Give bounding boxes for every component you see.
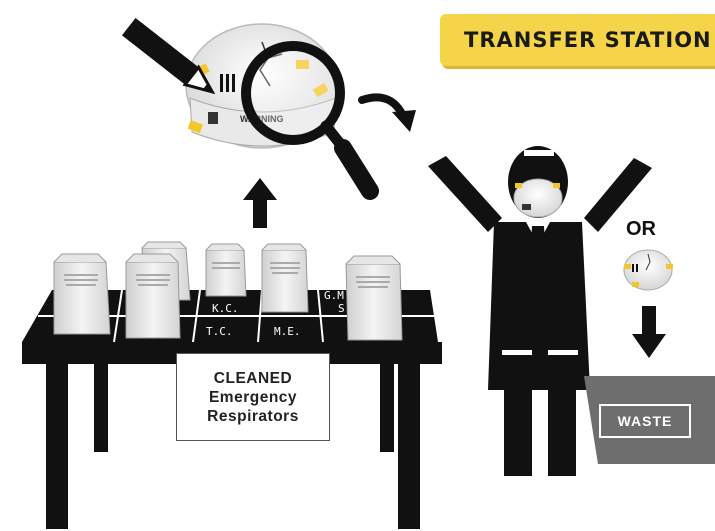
paper-bag xyxy=(54,254,110,334)
paper-bag xyxy=(126,254,180,338)
paper-bag xyxy=(346,256,402,340)
table-label-tc: T.C. xyxy=(206,325,233,338)
sign-line-2: Emergency xyxy=(209,388,297,407)
paper-bag xyxy=(206,244,246,296)
waste-label-text: WASTE xyxy=(618,413,673,429)
transfer-station-banner: TRANSFER STATION xyxy=(440,14,715,66)
cleaned-respirators-sign: CLEANED Emergency Respirators xyxy=(176,353,330,441)
respirator-small-icon xyxy=(624,250,673,290)
paper-bag xyxy=(262,244,308,312)
down-arrow-icon xyxy=(632,306,666,358)
or-label: OR xyxy=(626,218,656,241)
sign-line-1: CLEANED xyxy=(214,369,292,388)
curved-arrow-icon xyxy=(362,97,416,132)
sign-line-3: Respirators xyxy=(207,407,299,426)
up-arrow-icon xyxy=(243,178,277,228)
respirator-on-face-icon xyxy=(514,179,562,217)
waste-label: WASTE xyxy=(599,404,691,438)
magnifying-glass-icon xyxy=(246,46,370,191)
table-label-me: M.E. xyxy=(274,325,301,338)
table-label-s: S xyxy=(338,302,345,315)
table-label-kc: K.C. xyxy=(212,302,239,315)
transfer-station-title: TRANSFER STATION xyxy=(464,28,712,52)
